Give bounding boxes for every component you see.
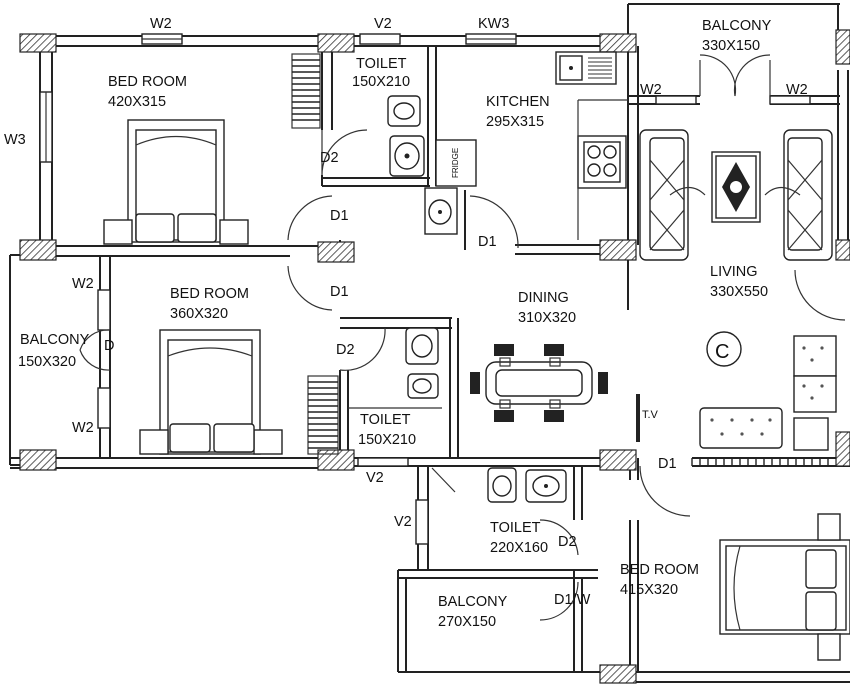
label-balcony-top-name: BALCONY <box>702 18 772 34</box>
label-balcony-left-name: BALCONY <box>20 332 90 348</box>
label-toilet3-size: 220X160 <box>490 540 548 556</box>
label-bed1-size: 420X315 <box>108 94 166 110</box>
label-w2-balcony-right: W2 <box>786 82 808 98</box>
label-balcony-bottom-size: 270X150 <box>438 614 496 630</box>
label-w2-balcony-left: W2 <box>640 82 662 98</box>
label-bed2-size: 360X320 <box>170 306 228 322</box>
label-w3: W3 <box>4 132 26 148</box>
label-living-size: 330X550 <box>710 284 768 300</box>
label-w2-left-a: W2 <box>72 276 94 292</box>
label-v2-low: V2 <box>394 514 412 530</box>
label-d1w: D1/W <box>554 592 591 608</box>
doors <box>79 54 846 621</box>
windows <box>39 33 811 545</box>
label-living-name: LIVING <box>710 264 758 280</box>
label-fridge: FRIDGE <box>451 148 460 178</box>
label-kw3: KW3 <box>478 16 509 32</box>
label-c-mark: C <box>715 341 729 363</box>
label-toilet2-size: 150X210 <box>358 432 416 448</box>
label-toilet3-name: TOILET <box>490 520 541 536</box>
label-balcony-bottom-name: BALCONY <box>438 594 508 610</box>
label-w2-top: W2 <box>150 16 172 32</box>
label-balcony-left-size: 150X320 <box>18 354 76 370</box>
label-kitchen-name: KITCHEN <box>486 94 550 110</box>
label-v2-mid: V2 <box>366 470 384 486</box>
label-d1-d: D1 <box>658 456 677 472</box>
label-toilet1-size: 150X210 <box>352 74 410 90</box>
label-toilet2-name: TOILET <box>360 412 411 428</box>
room-labels: W2 V2 KW3 W3 BED ROOM 420X315 TOILET 150… <box>4 16 808 630</box>
columns <box>19 29 850 684</box>
label-balcony-top-size: 330X150 <box>702 38 760 54</box>
label-tv: T.V <box>642 409 659 421</box>
label-kitchen-size: 295X315 <box>486 114 544 130</box>
furniture <box>103 51 850 661</box>
label-d1-a: D1 <box>330 208 349 224</box>
label-d2-b: D2 <box>336 342 355 358</box>
label-bed1-name: BED ROOM <box>108 74 187 90</box>
label-v2-top: V2 <box>374 16 392 32</box>
label-bed3-name: BED ROOM <box>620 562 699 578</box>
label-dining-name: DINING <box>518 290 569 306</box>
label-bed2-name: BED ROOM <box>170 286 249 302</box>
label-d1-c: D1 <box>330 284 349 300</box>
label-d2-a: D2 <box>320 150 339 166</box>
label-d1-b: D1 <box>478 234 497 250</box>
label-dining-size: 310X320 <box>518 310 576 326</box>
label-w2-left-b: W2 <box>72 420 94 436</box>
label-d2-c: D2 <box>558 534 577 550</box>
label-toilet1-name: TOILET <box>356 56 407 72</box>
label-d-left: D <box>104 338 114 354</box>
label-bed3-size: 415X320 <box>620 582 678 598</box>
